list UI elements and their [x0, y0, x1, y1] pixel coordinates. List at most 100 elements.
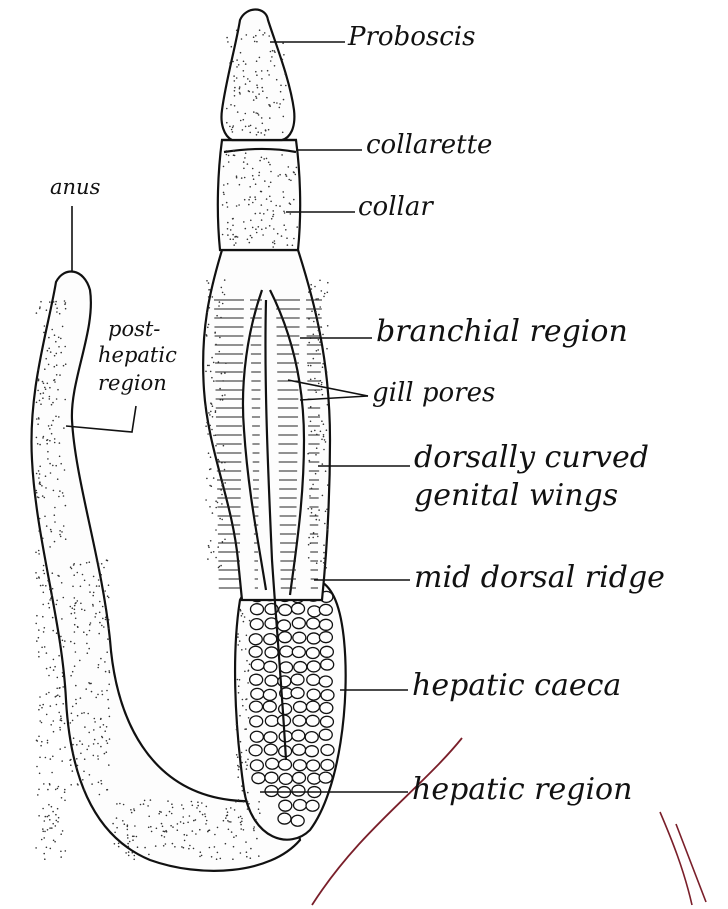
stipple-dot: [74, 665, 76, 667]
stipple-dot: [211, 403, 213, 405]
hepatic-caecum: [306, 701, 319, 712]
stipple-dot: [311, 512, 313, 514]
stipple-dot: [37, 423, 39, 425]
stipple-dot: [223, 194, 225, 196]
stipple-dot: [103, 724, 105, 726]
stipple-dot: [245, 761, 247, 763]
stipple-dot: [62, 326, 64, 328]
stipple-dot: [219, 351, 221, 353]
stipple-dot: [311, 488, 313, 490]
stipple-dot: [242, 613, 244, 615]
stipple-dot: [223, 166, 225, 168]
hepatic-caecum: [293, 772, 306, 783]
stipple-dot: [236, 77, 238, 79]
stipple-dot: [80, 697, 82, 699]
stipple-dot: [237, 765, 239, 767]
stipple-dot: [54, 514, 56, 516]
stipple-dot: [109, 716, 111, 718]
stipple-dot: [316, 519, 318, 521]
stipple-dot: [279, 205, 281, 207]
stipple-dot: [316, 447, 318, 449]
stipple-dot: [262, 34, 264, 36]
stipple-dot: [133, 836, 135, 838]
hepatic-caecum: [250, 731, 263, 742]
stipple-dot: [47, 789, 49, 791]
stipple-dot: [62, 703, 64, 705]
stipple-dot: [308, 318, 310, 320]
stipple-dot: [274, 240, 276, 242]
stipple-dot: [274, 65, 276, 67]
stipple-dot: [43, 565, 45, 567]
label-hepatic-region: hepatic region: [412, 774, 632, 806]
stipple-dot: [91, 691, 93, 693]
stipple-dot: [106, 651, 108, 653]
stipple-dot: [57, 808, 59, 810]
stipple-dot: [249, 196, 251, 198]
stipple-dot: [98, 633, 100, 635]
stipple-dot: [288, 166, 290, 168]
stipple-dot: [136, 836, 138, 838]
stipple-dot: [224, 482, 226, 484]
stipple-dot: [75, 618, 77, 620]
label-post-hepatic-line2: hepatic: [98, 344, 177, 366]
stipple-dot: [322, 463, 324, 465]
stipple-dot: [39, 466, 41, 468]
stipple-dot: [93, 729, 95, 731]
stipple-dot: [222, 483, 224, 485]
stipple-dot: [245, 126, 247, 128]
stipple-dot: [327, 282, 329, 284]
stipple-dot: [314, 378, 316, 380]
stipple-dot: [277, 175, 279, 177]
stipple-dot: [108, 597, 110, 599]
stipple-dot: [42, 538, 44, 540]
stipple-dot: [230, 238, 232, 240]
stipple-dot: [272, 210, 274, 212]
stipple-dot: [54, 355, 56, 357]
stipple-dot: [64, 789, 66, 791]
stipple-dot: [252, 202, 254, 204]
stipple-dot: [40, 585, 42, 587]
stipple-dot: [39, 518, 41, 520]
stipple-dot: [195, 819, 197, 821]
stipple-dot: [256, 134, 258, 136]
stipple-dot: [251, 237, 253, 239]
stipple-dot: [284, 73, 286, 75]
stipple-dot: [239, 88, 241, 90]
stipple-dot: [232, 234, 234, 236]
stipple-dot: [312, 484, 314, 486]
stipple-dot: [87, 713, 89, 715]
hepatic-caecum: [279, 604, 292, 615]
stipple-dot: [323, 562, 325, 564]
stipple-dot: [308, 365, 310, 367]
stipple-dot: [189, 815, 191, 817]
stipple-dot: [233, 154, 235, 156]
stipple-dot: [239, 640, 241, 642]
hepatic-caecum: [293, 800, 306, 811]
stipple-dot: [283, 99, 285, 101]
stipple-dot: [232, 858, 234, 860]
stipple-dot: [182, 816, 184, 818]
stipple-dot: [208, 547, 210, 549]
stipple-dot: [264, 32, 266, 34]
stipple-dot: [119, 803, 121, 805]
stipple-dot: [249, 664, 251, 666]
stipple-dot: [106, 607, 108, 609]
stipple-dot: [98, 782, 100, 784]
stipple-dot: [245, 152, 247, 154]
stipple-dot: [49, 463, 51, 465]
stipple-dot: [214, 846, 216, 848]
stipple-dot: [108, 764, 110, 766]
stipple-dot: [76, 744, 78, 746]
stipple-dot: [180, 821, 182, 823]
stipple-dot: [108, 684, 110, 686]
stipple-dot: [64, 346, 66, 348]
hepatic-caecum: [265, 715, 278, 726]
stipple-dot: [207, 831, 209, 833]
stipple-dot: [43, 392, 45, 394]
stipple-dot: [89, 584, 91, 586]
stipple-dot: [252, 91, 254, 93]
stipple-dot: [51, 404, 53, 406]
hepatic-caecum: [306, 800, 319, 811]
stipple-dot: [234, 87, 236, 89]
stipple-dot: [249, 242, 251, 244]
